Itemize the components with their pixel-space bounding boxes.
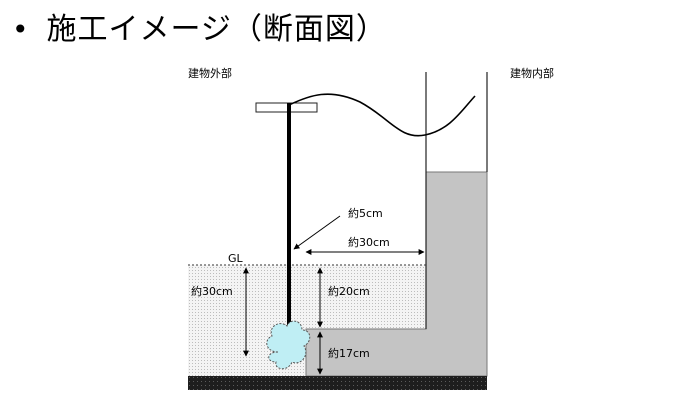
dim-pole-gap-label: 約5cm	[348, 206, 383, 220]
ground-rod	[287, 103, 291, 353]
ground-wire	[288, 93, 476, 137]
dim-horizontal-label: 約30cm	[348, 235, 390, 249]
slide-title-area: • 施工イメージ（断面図）	[12, 10, 387, 50]
gl-label: GL	[228, 252, 244, 265]
ground-band	[188, 376, 487, 390]
dim-depth-label: 約30cm	[191, 284, 233, 298]
ground-rod-blob	[266, 320, 311, 370]
dim-footing-label: 約20cm	[328, 284, 370, 298]
dim-pole-gap-leader	[293, 215, 341, 250]
bullet-icon: •	[12, 13, 29, 46]
dim-base-label: 約17cm	[328, 346, 370, 360]
label-inside: 建物内部	[510, 66, 554, 80]
slide-title: 施工イメージ（断面図）	[46, 12, 387, 47]
pole-top-plate	[255, 102, 318, 113]
label-outside: 建物外部	[188, 66, 232, 80]
